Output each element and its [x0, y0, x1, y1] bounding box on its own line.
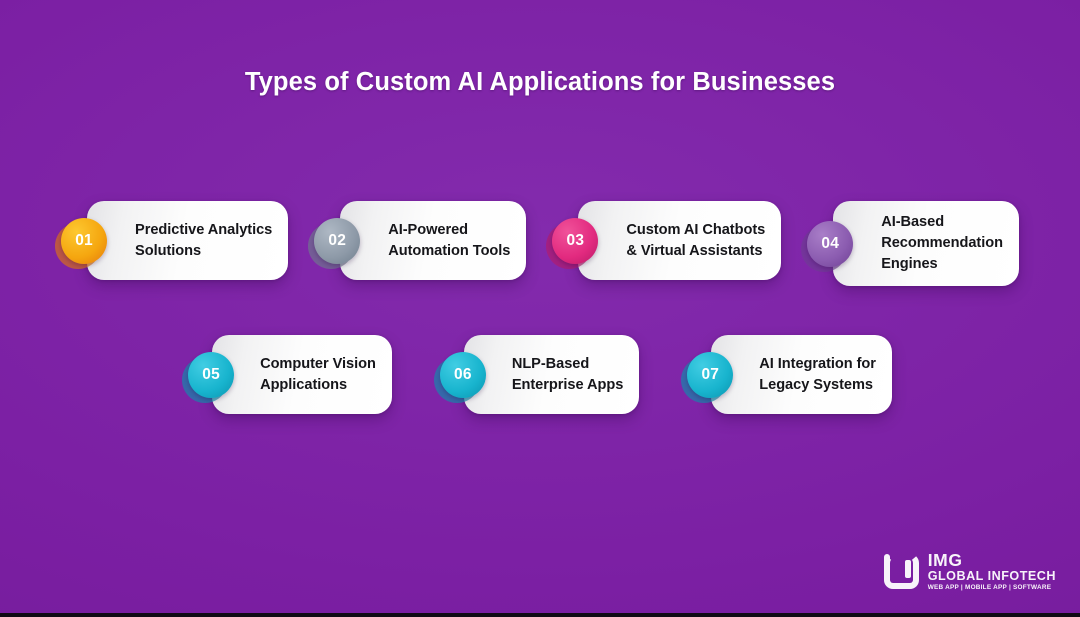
card-badge-02: 02 [308, 217, 361, 269]
card-04[interactable]: 04 AI-Based Recommendation Engines [801, 201, 1019, 286]
badge-disc: 02 [314, 217, 361, 264]
card-05[interactable]: 05 Computer Vision Applications [182, 335, 392, 414]
card-07[interactable]: 07 AI Integration for Legacy Systems [681, 335, 892, 414]
badge-number: 07 [701, 365, 720, 383]
card-03[interactable]: 03 Custom AI Chatbots & Virtual Assistant… [546, 201, 782, 280]
badge-number: 03 [566, 231, 585, 249]
card-body[interactable]: AI-Powered Automation Tools [340, 201, 527, 280]
brand-subtitle: GLOBAL INFOTECH [927, 569, 1056, 583]
badge-disc: 03 [552, 217, 599, 264]
brand-logo-text: IMG GLOBAL INFOTECH WEB APP | MOBILE APP… [927, 549, 1056, 592]
badge-disc: 06 [439, 351, 486, 398]
badge-number: 05 [202, 365, 220, 383]
card-row-1: 01 Predictive Analytics Solutions 02 AI-Pow… [0, 201, 1080, 286]
card-label: Predictive Analytics Solutions [135, 221, 273, 259]
bottom-edge-strip [0, 613, 1080, 617]
badge-disc: 04 [807, 220, 854, 267]
card-badge-06: 06 [433, 351, 486, 403]
badge-disc: 05 [188, 351, 235, 398]
page-title: Types of Custom AI Applications for Busi… [244, 68, 836, 96]
card-badge-05: 05 [182, 351, 235, 403]
card-body[interactable]: Computer Vision Applications [212, 335, 392, 414]
card-badge-07: 07 [681, 351, 734, 403]
badge-number: 02 [328, 231, 347, 249]
card-body[interactable]: Custom AI Chatbots & Virtual Assistants [578, 201, 782, 280]
brand-logo: IMG GLOBAL INFOTECH WEB APP | MOBILE APP… [883, 549, 1056, 592]
card-body[interactable]: AI-Based Recommendation Engines [833, 201, 1019, 286]
card-label: NLP-Based Enterprise Apps [511, 355, 624, 393]
card-badge-03: 03 [546, 217, 599, 269]
badge-number: 06 [454, 365, 472, 383]
badge-number: 01 [75, 231, 93, 249]
img-logo-mark-icon [883, 553, 919, 589]
card-body[interactable]: AI Integration for Legacy Systems [711, 335, 892, 414]
card-label: Custom AI Chatbots & Virtual Assistants [626, 221, 766, 259]
brand-name: IMG [927, 549, 963, 570]
card-body[interactable]: NLP-Based Enterprise Apps [463, 335, 640, 414]
card-06[interactable]: 06 NLP-Based Enterprise Apps [433, 335, 640, 414]
card-label: AI-Based Recommendation Engines [881, 214, 1003, 272]
badge-number: 04 [821, 234, 840, 252]
card-row-2: 05 Computer Vision Applications 06 NLP-Base… [0, 335, 1080, 414]
card-body[interactable]: Predictive Analytics Solutions [87, 201, 289, 280]
badge-disc: 07 [687, 351, 734, 398]
card-badge-04: 04 [801, 220, 854, 272]
card-label: Computer Vision Applications [260, 355, 376, 393]
brand-tagline: WEB APP | MOBILE APP | SOFTWARE [927, 583, 1052, 591]
badge-disc: 01 [61, 217, 108, 264]
card-02[interactable]: 02 AI-Powered Automation Tools [308, 201, 527, 280]
card-label: AI Integration for Legacy Systems [759, 355, 876, 393]
card-01[interactable]: 01 Predictive Analytics Solutions [55, 201, 289, 280]
card-badge-01: 01 [55, 217, 108, 269]
card-label: AI-Powered Automation Tools [388, 221, 511, 259]
